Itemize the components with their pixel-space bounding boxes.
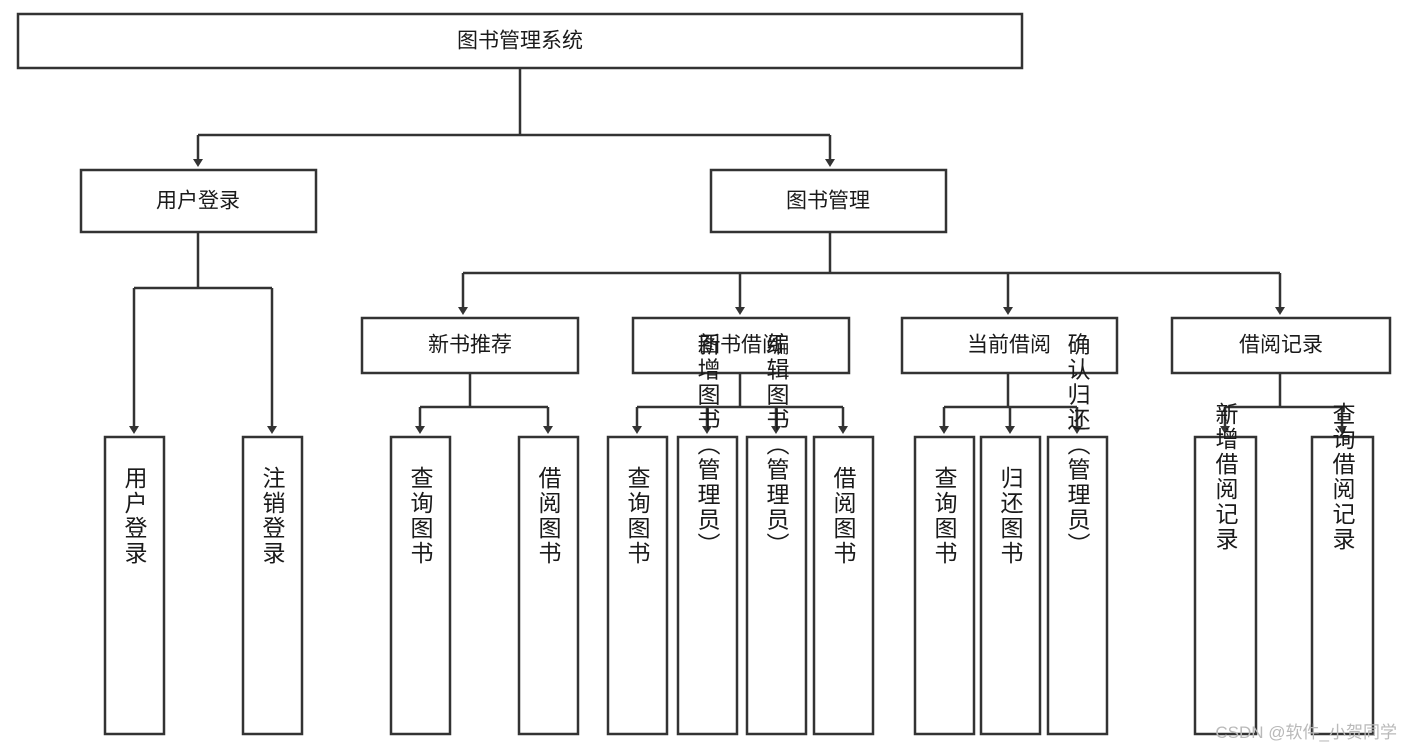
node-leaf-query-books-current[interactable]: 查询图书 [913,435,976,736]
node-user-login-label: 用户登录 [156,190,240,213]
node-leaf-logout-box [241,435,304,736]
node-leaf-logout[interactable]: 注销登录 [241,435,304,736]
node-user-login[interactable]: 用户登录 [79,168,318,234]
node-leaf-return-books[interactable]: 归还图书 [979,435,1042,736]
node-new-book-recommendation[interactable]: 新书推荐 [360,316,580,375]
node-borrowing-records-box [1170,316,1392,375]
node-leaf-query-books-current-box [913,435,976,736]
node-leaf-user-login[interactable]: 用户登录 [103,435,166,736]
node-root-book-management-system[interactable]: 图书管理系统 [16,12,1024,70]
node-leaf-query-books-new-label: 查询图书 [407,466,434,566]
node-leaf-query-books-borrow[interactable]: 查询图书 [606,435,669,736]
node-borrowing-records[interactable]: 借阅记录 [1170,316,1392,375]
node-current-borrowing[interactable]: 当前借阅 [900,316,1119,375]
node-leaf-query-borrow-record[interactable]: 查询借阅记录 [1310,402,1375,736]
node-leaf-add-book-admin-label: 新增图书（管理员） [694,333,721,558]
node-book-borrowing[interactable]: 图书借阅 [631,316,851,375]
node-leaf-borrow-books-new[interactable]: 借阅图书 [517,435,580,736]
node-leaf-edit-book-admin-label: 编辑图书（管理员） [763,333,790,558]
node-leaf-query-borrow-record-label: 查询借阅记录 [1329,402,1356,552]
node-leaf-add-borrow-record[interactable]: 新增借阅记录 [1193,402,1258,736]
node-leaf-query-borrow-record-box [1310,435,1375,736]
node-leaf-borrow-books-new-box [517,435,580,736]
node-leaf-borrow-books-box [812,435,875,736]
node-leaf-logout-label: 注销登录 [259,466,286,566]
node-root-label: 图书管理系统 [457,30,583,53]
node-leaf-edit-book-admin[interactable]: 编辑图书（管理员） [745,333,808,736]
node-leaf-query-books-new-box [389,435,452,736]
node-leaf-query-books-new[interactable]: 查询图书 [389,435,452,736]
node-leaf-user-login-label: 用户登录 [121,466,148,566]
node-leaf-edit-book-admin-box [745,435,808,736]
csdn-watermark: CSDN @软件_小贺同学 [1215,723,1397,742]
node-new-book-recommendation-box [360,316,580,375]
node-leaf-add-book-admin-box [676,435,739,736]
node-book-management[interactable]: 图书管理 [709,168,948,234]
node-leaf-confirm-return-admin[interactable]: 确认归还（管理员） [1046,333,1109,736]
node-leaf-return-books-label: 归还图书 [997,466,1024,566]
node-current-borrowing-label: 当前借阅 [967,334,1051,357]
node-leaf-return-books-box [979,435,1042,736]
node-leaf-borrow-books-label: 借阅图书 [830,466,857,566]
node-leaf-add-book-admin[interactable]: 新增图书（管理员） [676,333,739,736]
node-new-book-recommendation-label: 新书推荐 [428,334,512,357]
node-leaf-confirm-return-admin-label: 确认归还（管理员） [1064,333,1091,558]
node-user-login-box [79,168,318,234]
node-book-management-label: 图书管理 [786,190,870,213]
node-book-borrowing-label: 图书借阅 [699,334,783,357]
node-leaf-query-books-current-label: 查询图书 [931,466,958,566]
node-leaf-confirm-return-admin-box [1046,435,1109,736]
node-book-borrowing-box [631,316,851,375]
node-book-management-box [709,168,948,234]
node-leaf-add-borrow-record-label: 新增借阅记录 [1212,402,1239,552]
node-root-box [16,12,1024,70]
node-leaf-borrow-books-new-label: 借阅图书 [535,466,562,566]
connector-layer [129,68,1347,434]
node-leaf-user-login-box [103,435,166,736]
node-leaf-add-borrow-record-box [1193,435,1258,736]
node-leaf-borrow-books[interactable]: 借阅图书 [812,435,875,736]
node-leaf-query-books-borrow-box [606,435,669,736]
node-leaf-query-books-borrow-label: 查询图书 [624,466,651,566]
node-borrowing-records-label: 借阅记录 [1239,334,1323,357]
node-current-borrowing-box [900,316,1119,375]
